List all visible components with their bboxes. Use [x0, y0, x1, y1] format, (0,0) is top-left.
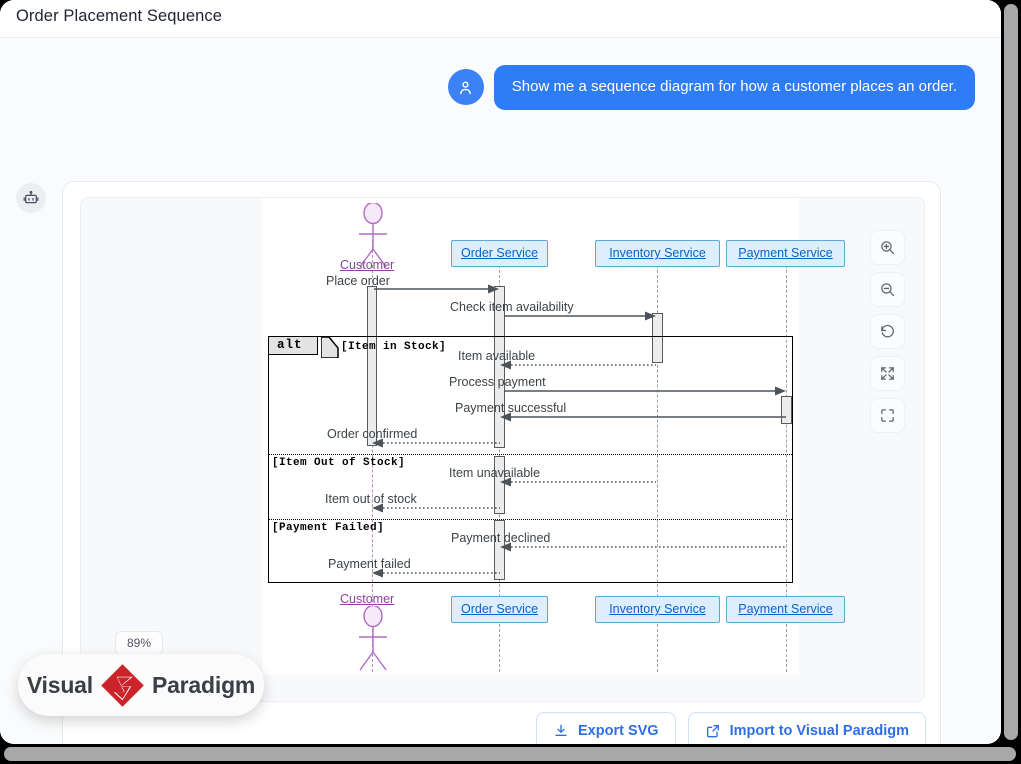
alt-condition-1: [Item in Stock]: [341, 341, 447, 353]
message-label-item-unavailable: Item unavailable: [449, 466, 541, 480]
expand-arrows-icon: [881, 367, 894, 380]
watermark-word-paradigm: Paradigm: [151, 671, 256, 698]
participant-box-inventory-service-bottom[interactable]: Inventory Service: [595, 596, 720, 623]
avatar-assistant: [16, 183, 46, 213]
message-label-order-confirmed: Order confirmed: [327, 427, 418, 441]
message-arrow-item-available: [500, 360, 656, 370]
message-arrow-payment-declined: [500, 542, 786, 552]
actor-stick-figure-top: [359, 203, 387, 268]
diagram-viewport[interactable]: Customer Order Service Inventory Service…: [80, 197, 925, 702]
activation-order-service-alt2: [494, 456, 505, 514]
robot-icon: [23, 190, 39, 204]
alt-fragment: alt [Item in Stock] [Item Out of Stock] …: [268, 336, 793, 583]
participant-box-order-service-bottom[interactable]: Order Service: [451, 596, 548, 623]
participant-box-payment-service-bottom[interactable]: Payment Service: [726, 596, 845, 623]
message-arrow-place-order: [374, 284, 499, 294]
participant-box-payment-service-top[interactable]: Payment Service: [726, 240, 845, 267]
activation-order-service-alt3: [494, 520, 505, 580]
message-label-payment-declined: Payment declined: [451, 531, 551, 545]
alt-divider-1: [269, 454, 792, 455]
user-message-bubble: Show me a sequence diagram for how a cus…: [493, 65, 975, 110]
message-arrow-item-unavailable: [500, 477, 656, 487]
vertical-scrollbar[interactable]: [1001, 0, 1021, 744]
diagram-actions: Export SVG Import to Visual Paradigm: [63, 700, 942, 744]
message-label-payment-failed: Payment failed: [328, 557, 411, 571]
actor-label-customer-top[interactable]: Customer: [340, 258, 395, 272]
lifeline-payment-service: [786, 250, 787, 672]
lifeline-customer: [372, 240, 373, 672]
alt-fragment-tab-notch: [321, 337, 339, 358]
zoom-in-button[interactable]: [870, 230, 905, 265]
visual-paradigm-watermark: Visual Paradigm: [18, 654, 264, 716]
zoom-level-badge: 89%: [115, 631, 164, 655]
vertical-scrollbar-thumb[interactable]: [1004, 4, 1018, 740]
fit-to-screen-button[interactable]: [870, 356, 905, 391]
app-window: Order Placement Sequence Show me a seque…: [0, 0, 1001, 744]
person-icon: [460, 81, 472, 94]
visual-paradigm-diamond-icon: [101, 663, 144, 707]
message-arrow-item-out-of-stock: [372, 503, 500, 513]
chat-body: Show me a sequence diagram for how a cus…: [0, 39, 1001, 744]
participant-box-inventory-service-top[interactable]: Inventory Service: [595, 240, 720, 267]
message-arrow-payment-successful: [500, 412, 786, 422]
message-label-place-order: Place order: [326, 274, 390, 288]
message-label-item-available: Item available: [458, 349, 536, 363]
message-label-process-payment: Process payment: [449, 375, 546, 389]
export-svg-button[interactable]: Export SVG: [536, 712, 676, 744]
app-header: Order Placement Sequence: [0, 0, 1001, 38]
message-arrow-process-payment: [504, 386, 786, 396]
message-arrow-check-item-availability: [504, 311, 656, 321]
participant-box-order-service-top[interactable]: Order Service: [451, 240, 548, 267]
import-vp-label: Import to Visual Paradigm: [729, 723, 909, 739]
diagram-card: Customer Order Service Inventory Service…: [62, 181, 941, 744]
magnifier-plus-icon: [881, 241, 895, 255]
page-title: Order Placement Sequence: [16, 7, 223, 25]
rotate-ccw-icon: [881, 324, 894, 338]
fullscreen-button[interactable]: [870, 398, 905, 433]
lifeline-inventory-service: [657, 250, 658, 672]
sequence-diagram-canvas: Customer Order Service Inventory Service…: [262, 198, 845, 675]
reset-view-button[interactable]: [870, 314, 905, 349]
horizontal-scrollbar-thumb[interactable]: [4, 747, 1016, 761]
actor-stick-figure-bottom: [359, 606, 387, 671]
alt-fragment-operator: alt: [269, 337, 318, 355]
import-vp-button[interactable]: Import to Visual Paradigm: [687, 712, 926, 744]
activation-order-service: [494, 286, 505, 448]
message-label-item-out-of-stock: Item out of stock: [325, 492, 417, 506]
watermark-word-visual: Visual: [26, 671, 93, 698]
message-arrow-payment-failed: [372, 568, 500, 578]
message-label-payment-successful: Payment successful: [455, 401, 567, 415]
fullscreen-corners-icon: [881, 409, 894, 422]
activation-payment-service: [781, 396, 792, 424]
external-link-icon: [706, 725, 719, 738]
alt-condition-2: [Item Out of Stock]: [272, 457, 406, 469]
zoom-controls: [870, 230, 905, 433]
activation-customer: [367, 286, 377, 446]
export-svg-label: Export SVG: [578, 723, 659, 739]
message-label-check-item-availability: Check item availability: [450, 300, 574, 314]
alt-condition-3: [Payment Failed]: [272, 522, 385, 534]
download-icon: [555, 724, 567, 736]
alt-divider-2: [269, 519, 792, 520]
avatar-user: [447, 69, 484, 105]
magnifier-minus-icon: [881, 283, 895, 297]
user-message-row: Show me a sequence diagram for how a cus…: [0, 65, 1001, 110]
zoom-out-button[interactable]: [870, 272, 905, 307]
activation-inventory-service: [652, 313, 663, 363]
actor-label-customer-bottom[interactable]: Customer: [340, 592, 395, 606]
horizontal-scrollbar[interactable]: [0, 744, 1021, 764]
message-arrow-order-confirmed: [372, 438, 500, 448]
